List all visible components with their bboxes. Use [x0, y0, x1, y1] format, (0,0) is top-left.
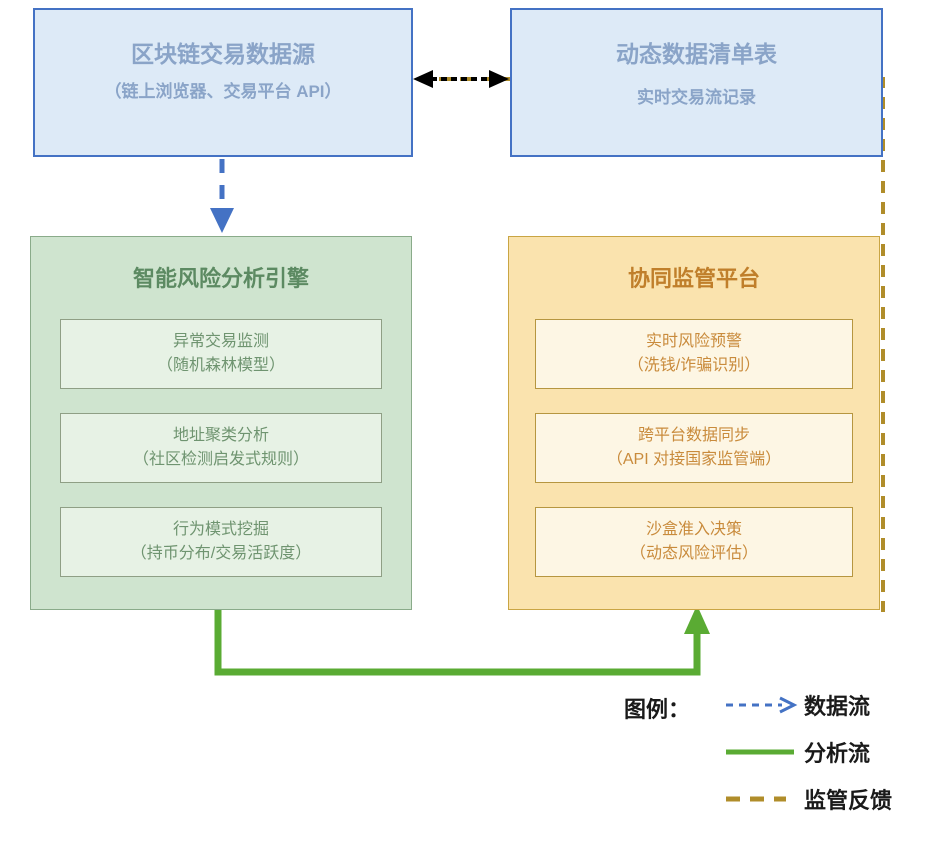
solid-line-icon	[724, 741, 802, 763]
legend: 图例： 数据流 分析流 监管	[624, 690, 924, 815]
legend-item-regulatory-feedback: 监管反馈	[724, 784, 924, 814]
engine-card-address-clustering-line1: 地址聚类分析	[172, 427, 269, 445]
engine-card-anomaly-detection-line1: 异常交易监测	[172, 333, 269, 351]
platform-card-cross-platform-sync-line1: 跨平台数据同步	[637, 427, 750, 445]
platform-card-risk-alert[interactable]: 实时风险预警 （洗钱/诈骗识别）	[535, 318, 853, 389]
engine-card-behavior-mining-line1: 行为模式挖掘	[172, 521, 269, 539]
node-blockchain-data-source-title: 区块链交易数据源	[131, 41, 315, 67]
engine-card-behavior-mining-line2: （持币分布/交易活跃度）	[130, 544, 312, 562]
legend-item-data-flow-label: 数据流	[804, 694, 871, 719]
engine-card-behavior-mining[interactable]: 行为模式挖掘 （持币分布/交易活跃度）	[60, 506, 382, 577]
engine-card-anomaly-detection-line2: （随机森林模型）	[156, 356, 285, 374]
node-blockchain-data-source-subtitle: （链上浏览器、交易平台 API）	[104, 81, 342, 101]
node-blockchain-data-source[interactable]: 区块链交易数据源 （链上浏览器、交易平台 API）	[33, 8, 413, 157]
legend-title: 图例：	[624, 697, 691, 722]
platform-card-risk-alert-line2: （洗钱/诈骗识别）	[627, 356, 761, 374]
engine-card-address-clustering-line2: （社区检测启发式规则）	[132, 450, 309, 468]
platform-card-cross-platform-sync-line2: （API 对接国家监管端）	[606, 450, 782, 468]
dashed-line-icon	[724, 788, 802, 810]
node-dynamic-data-table[interactable]: 动态数据清单表 实时交易流记录	[510, 8, 883, 157]
node-regulation-platform-title: 协同监管平台	[627, 266, 760, 291]
arrowhead-right	[489, 70, 509, 88]
legend-item-regulatory-feedback-label: 监管反馈	[804, 788, 893, 813]
node-dynamic-data-table-title: 动态数据清单表	[616, 41, 777, 67]
dashed-arrow-icon	[724, 694, 802, 716]
arrowhead-left	[413, 70, 433, 88]
platform-card-risk-alert-line1: 实时风险预警	[645, 333, 742, 351]
legend-item-data-flow: 数据流	[724, 690, 924, 720]
platform-card-cross-platform-sync[interactable]: 跨平台数据同步 （API 对接国家监管端）	[535, 412, 853, 483]
node-regulation-platform[interactable]: 协同监管平台 实时风险预警 （洗钱/诈骗识别） 跨平台数据同步 （API 对接国…	[508, 236, 880, 610]
node-risk-analysis-engine-title: 智能风险分析引擎	[132, 266, 309, 291]
arrowhead-data-flow	[210, 208, 234, 233]
engine-card-anomaly-detection[interactable]: 异常交易监测 （随机森林模型）	[60, 318, 382, 389]
platform-card-sandbox-access-line1: 沙盒准入决策	[645, 521, 742, 539]
platform-card-sandbox-access[interactable]: 沙盒准入决策 （动态风险评估）	[535, 506, 853, 577]
node-dynamic-data-table-subtitle: 实时交易流记录	[637, 87, 756, 107]
legend-item-analysis-flow: 分析流	[724, 737, 924, 767]
node-risk-analysis-engine[interactable]: 智能风险分析引擎 异常交易监测 （随机森林模型） 地址聚类分析 （社区检测启发式…	[30, 236, 412, 610]
platform-card-sandbox-access-line2: （动态风险评估）	[629, 544, 758, 562]
edge-analysis-flow	[214, 610, 701, 676]
legend-item-analysis-flow-label: 分析流	[804, 741, 871, 766]
engine-card-address-clustering[interactable]: 地址聚类分析 （社区检测启发式规则）	[60, 412, 382, 483]
